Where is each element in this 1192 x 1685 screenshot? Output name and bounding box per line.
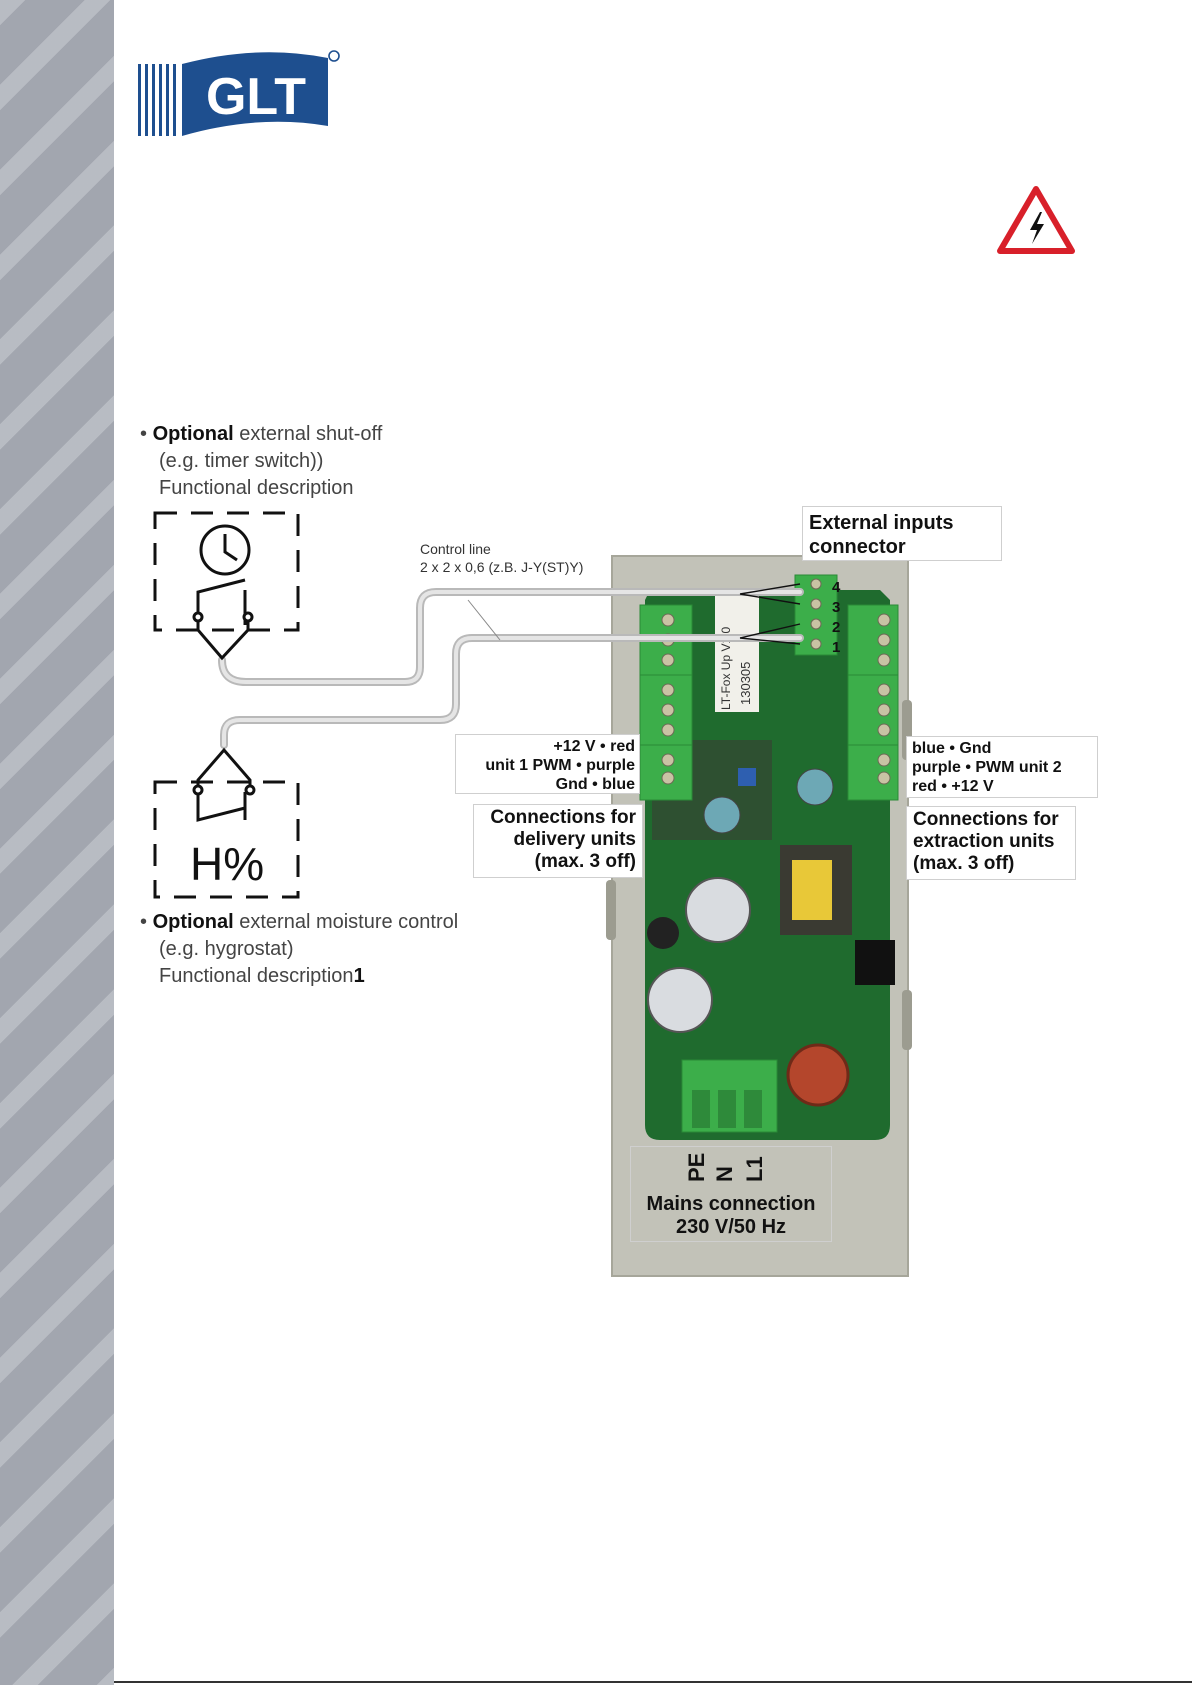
unit1-row1: +12 V • red — [553, 738, 635, 755]
extraction-line2: extraction units — [913, 831, 1055, 852]
delivery-line3: (max. 3 off) — [534, 851, 636, 872]
terminal-block-right-3 — [847, 744, 899, 801]
board-label-line1: LT-Fox Up V1.0 — [719, 627, 733, 710]
moisture-functional: Functional description — [159, 965, 354, 987]
hygro-symbol-text: H% — [190, 838, 264, 890]
pin-2: 2 — [832, 619, 840, 636]
mains-terminal-pe: PE — [684, 1153, 709, 1182]
delivery-line1: Connections for — [490, 807, 636, 828]
unit2-row3: red • +12 V — [912, 778, 994, 795]
board-label-line2: 130305 — [738, 662, 753, 705]
extraction-units-label: Connections for extraction units (max. 3… — [906, 806, 1076, 880]
sidebar-stripe — [0, 0, 114, 1685]
capacitor-small-2 — [796, 768, 834, 806]
shutoff-optional: Optional — [152, 423, 234, 445]
external-inputs-line1: External inputs — [809, 512, 954, 534]
shutoff-functional: Functional description — [159, 477, 354, 499]
shutoff-desc: external shut-off — [233, 423, 383, 445]
capacitor-large-2 — [647, 967, 713, 1033]
hygrostat-symbol — [153, 747, 300, 899]
timer-switch-symbol — [153, 511, 300, 661]
unit1-row2: unit 1 PWM • purple — [485, 757, 635, 774]
control-line-spec: 2 x 2 x 0,6 (z.B. J-Y(ST)Y) — [420, 559, 584, 575]
capacitor-large-1 — [685, 877, 751, 943]
unit2-wiring-label: blue • Gnd purple • PWM unit 2 red • +12… — [906, 736, 1098, 798]
logo-text: GLT — [206, 68, 306, 126]
control-line-wires — [218, 588, 804, 749]
moisture-optional: Optional — [152, 911, 234, 933]
shutoff-note: • Optional external shut-off (e.g. timer… — [140, 421, 382, 502]
ic-chip — [855, 940, 895, 985]
inductor-coil — [786, 1043, 850, 1107]
shutoff-example: (e.g. timer switch)) — [159, 450, 324, 472]
external-inputs-label: External inputs connector — [802, 506, 1002, 561]
moisture-note: • Optional external moisture control (e.… — [140, 911, 459, 987]
delivery-line2: delivery units — [513, 829, 637, 850]
mains-terminal-n: N — [712, 1166, 737, 1182]
electrical-hazard-icon — [997, 186, 1075, 254]
moisture-desc: external moisture control — [233, 911, 459, 933]
mains-line2: 230 V/50 Hz — [675, 1216, 787, 1238]
capacitor-small-1 — [703, 796, 741, 834]
unit2-row2: purple • PWM unit 2 — [912, 759, 1062, 776]
mains-terminal-l1: L1 — [742, 1156, 767, 1182]
delivery-units-label: Connections for delivery units (max. 3 o… — [473, 804, 643, 878]
capacitor-black — [647, 917, 679, 949]
pin-3: 3 — [832, 599, 840, 616]
unit2-row1: blue • Gnd — [912, 740, 992, 757]
footer-divider — [114, 1681, 1192, 1683]
potentiometer — [738, 768, 756, 786]
mains-connection-label: Mains connection 230 V/50 Hz — [630, 1146, 832, 1242]
unit1-row3: Gnd • blue — [555, 776, 635, 793]
mains-line1: Mains connection — [646, 1193, 816, 1215]
unit1-wiring-label: +12 V • red unit 1 PWM • purple Gnd • bl… — [455, 734, 640, 794]
moisture-footnote: 1 — [353, 965, 365, 987]
glt-logo: GLT — [138, 50, 340, 137]
pin-4: 4 — [832, 579, 841, 596]
pin-1: 1 — [832, 639, 840, 656]
extraction-line3: (max. 3 off) — [913, 853, 1015, 874]
external-inputs-line2: connector — [809, 536, 906, 558]
control-line-title: Control line — [420, 541, 491, 557]
control-line-label: Control line 2 x 2 x 0,6 (z.B. J-Y(ST)Y) — [420, 540, 583, 576]
moisture-example: (e.g. hygrostat) — [159, 938, 294, 960]
extraction-line1: Connections for — [913, 809, 1059, 830]
